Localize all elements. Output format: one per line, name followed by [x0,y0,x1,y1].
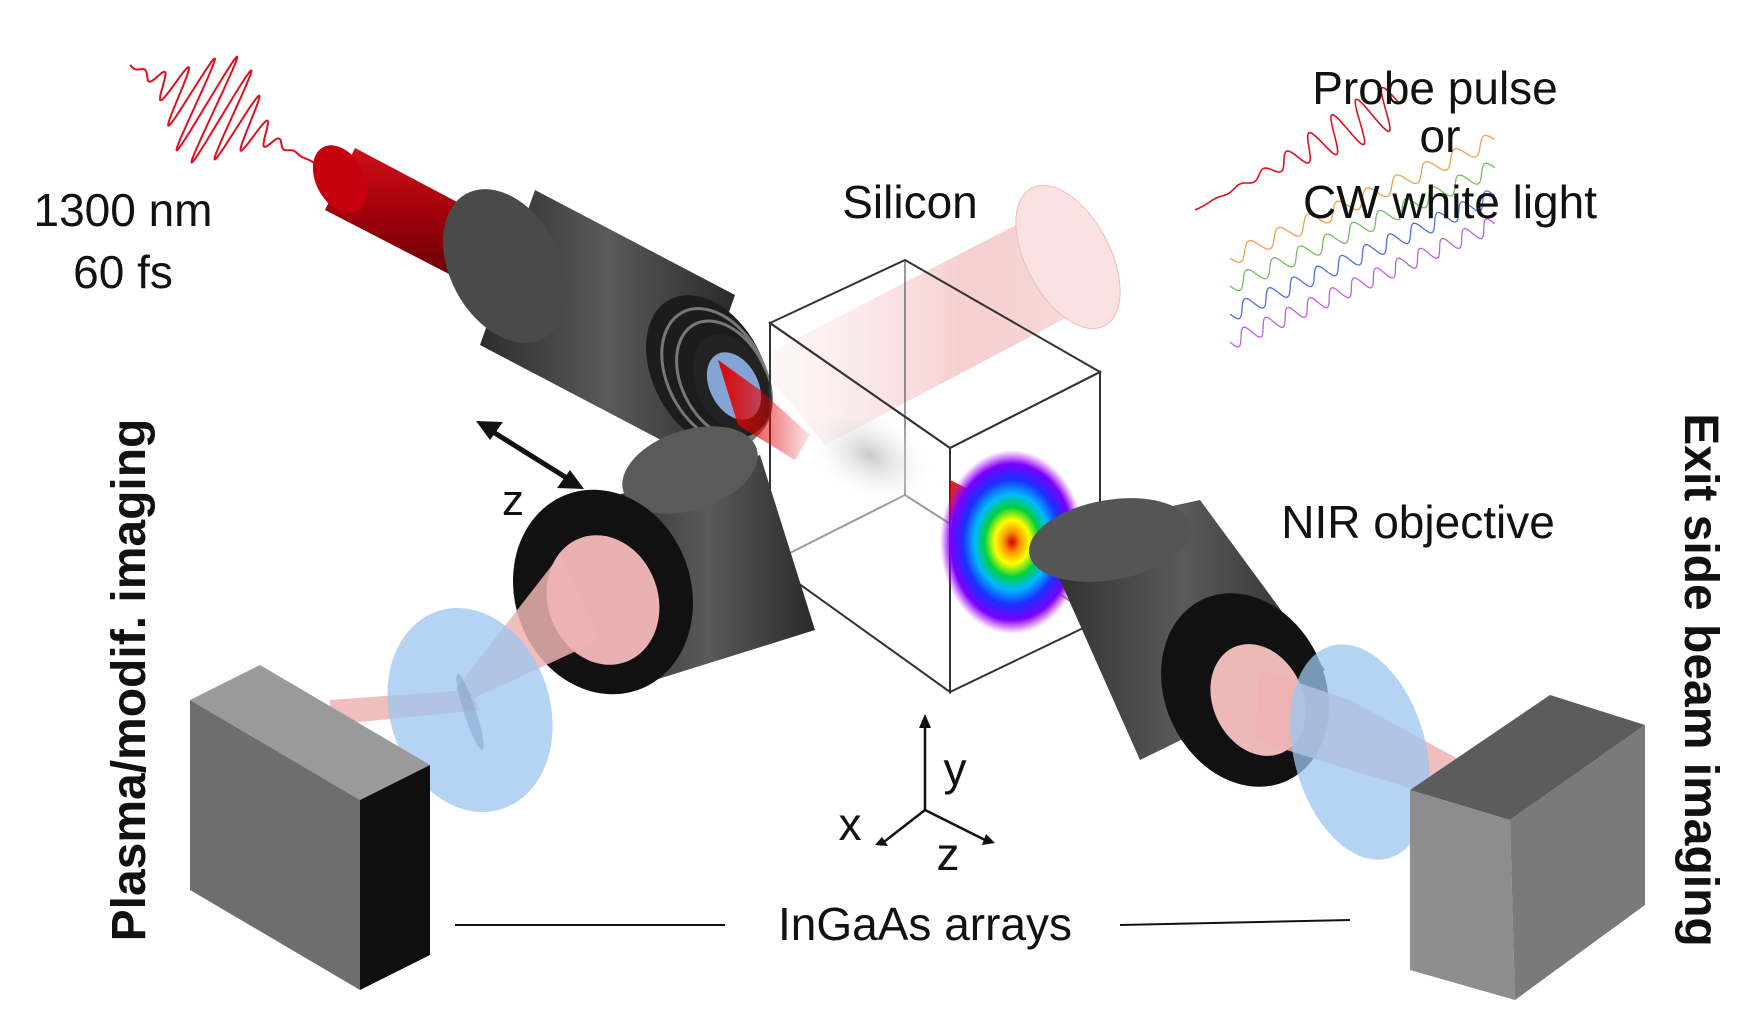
detector-leader-right [1119,919,1351,926]
pump-pulse-waveform [129,55,316,165]
axis-y-label: y [944,743,967,795]
silicon-label: Silicon [842,176,978,228]
white-light-waveform-green [1229,162,1496,292]
focused-pump-cone [718,360,810,460]
duration-label: 60 fs [73,246,173,298]
exit-side-lens [1290,644,1430,860]
right-ingaas-array [1410,695,1645,1000]
left-ingaas-array [190,665,430,990]
white-light-waveform-blue [1229,190,1496,320]
probe-or-label: or [1420,110,1461,162]
cw-white-light-label: CW white light [1303,176,1597,228]
axis-x-label: x [839,798,862,850]
exit-beam-profile [940,450,1084,634]
probe-pulse-waveform [1194,86,1399,211]
z-translation-arrow [476,421,584,489]
white-light-waveform-orange [1229,134,1496,263]
wavelength-label: 1300 nm [33,184,212,236]
probe-beam [755,184,1121,445]
white-light-waveform-violet [1229,218,1496,348]
ingaas-arrays-label: InGaAs arrays [778,898,1072,950]
exit-side-imaging-label: Exit side beam imaging [1674,413,1727,946]
z-translation-label: z [502,476,524,525]
plasma-region [804,403,936,507]
axis-z-label: z [937,828,960,880]
probe-pulse-label: Probe pulse [1312,62,1558,114]
coordinate-axes [875,714,995,846]
plasma-imaging-label: Plasma/modif. imaging [103,419,156,942]
nir-objective-label: NIR objective [1281,496,1555,548]
probe-waveforms [1194,86,1496,348]
